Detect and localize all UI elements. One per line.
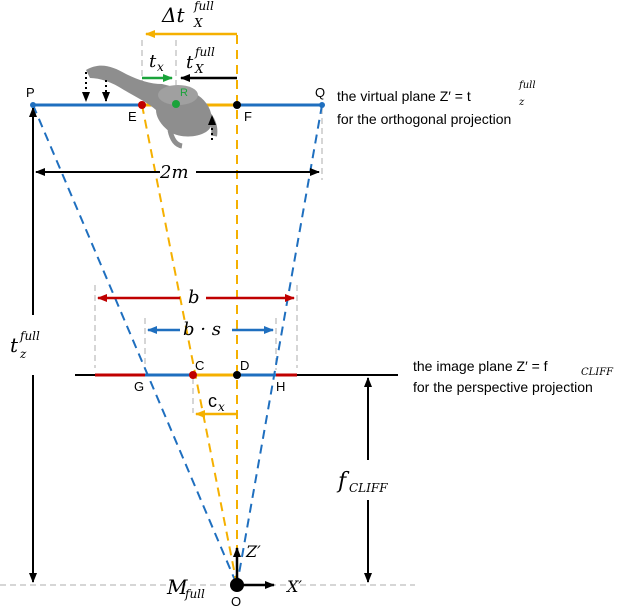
- label-G: G: [134, 379, 144, 394]
- label-R: R: [180, 87, 188, 99]
- svg-text:full: full: [194, 45, 215, 59]
- point-Q-dot: [319, 102, 325, 108]
- svg-text:full: full: [184, 587, 205, 601]
- label-F: F: [244, 109, 252, 124]
- svg-text:the virtual plane Z′ = t: the virtual plane Z′ = t: [337, 88, 471, 104]
- label-Q: Q: [315, 85, 325, 100]
- svg-text:f: f: [336, 469, 350, 494]
- svg-text:x: x: [157, 60, 164, 74]
- label-P: P: [26, 85, 35, 100]
- svg-text:full: full: [193, 0, 214, 13]
- point-P-dot: [30, 102, 36, 108]
- label-f-cliff: f CLIFF: [336, 469, 388, 495]
- svg-text:for the orthogonal projection: for the orthogonal projection: [337, 111, 511, 127]
- svg-text:z: z: [518, 97, 525, 108]
- svg-text:x: x: [218, 400, 225, 414]
- svg-text:c: c: [208, 391, 217, 411]
- svg-text:full: full: [19, 329, 40, 343]
- point-O-dot: [230, 578, 244, 592]
- svg-text:X: X: [193, 16, 203, 30]
- label-cx: c x: [208, 391, 225, 414]
- label-delta-t-full: Δt full X: [161, 0, 214, 30]
- svg-text:X: X: [194, 62, 204, 76]
- label-tX-full: t full X: [186, 45, 215, 76]
- point-R-dot: [172, 100, 180, 108]
- svg-text:for the perspective projection: for the perspective projection: [413, 379, 593, 395]
- label-b: b: [188, 287, 200, 308]
- label-C: C: [195, 358, 204, 373]
- svg-text:z: z: [19, 347, 27, 361]
- svg-text:Δt: Δt: [161, 3, 185, 27]
- label-z-axis: Z′: [245, 542, 261, 561]
- label-E: E: [128, 109, 137, 124]
- label-D: D: [240, 358, 249, 373]
- projection-dots: [82, 72, 216, 140]
- point-C-dot: [189, 371, 197, 379]
- label-tx: t x: [149, 51, 164, 74]
- svg-text:CLIFF: CLIFF: [349, 481, 388, 495]
- ray-Q-O: [236, 104, 323, 586]
- svg-text:t: t: [149, 51, 157, 72]
- ray-E-O: [141, 104, 238, 586]
- label-tz-full: t full z: [10, 329, 40, 361]
- label-2m: 2m: [159, 162, 189, 183]
- point-E-dot: [138, 101, 146, 109]
- svg-text:M: M: [166, 575, 188, 599]
- svg-text:the image plane Z′ = f: the image plane Z′ = f: [413, 358, 548, 374]
- label-O: O: [231, 594, 241, 609]
- image-plane-annotation: the image plane Z′ = f CLIFF for the per…: [413, 358, 614, 395]
- svg-text:full: full: [518, 80, 536, 91]
- label-b-s: b · s: [183, 319, 221, 340]
- ray-P-O: [32, 104, 238, 586]
- svg-text:CLIFF: CLIFF: [581, 367, 614, 378]
- svg-text:t: t: [186, 52, 194, 73]
- label-M-full: M full: [166, 575, 205, 601]
- svg-text:t: t: [10, 333, 19, 357]
- label-x-axis: X′: [285, 577, 302, 596]
- label-H: H: [276, 379, 285, 394]
- point-D-dot: [233, 371, 241, 379]
- virtual-plane-annotation: the virtual plane Z′ = t full z for the …: [337, 80, 536, 127]
- point-F-dot: [233, 101, 241, 109]
